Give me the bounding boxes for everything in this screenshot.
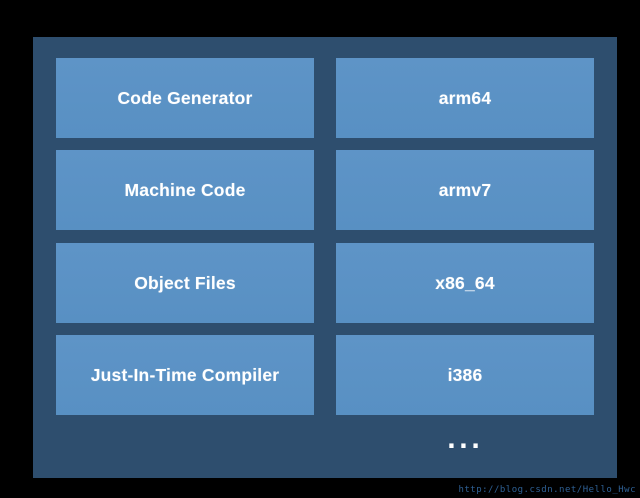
- box-arch-armv7: armv7: [336, 150, 594, 230]
- more-architectures-ellipsis: ...: [446, 426, 484, 454]
- box-label: i386: [447, 364, 483, 385]
- box-label: arm64: [438, 87, 492, 108]
- box-arch-i386: i386: [336, 335, 594, 415]
- box-label: Object Files: [134, 272, 236, 293]
- box-label: x86_64: [435, 272, 495, 293]
- box-arch-x86-64: x86_64: [336, 243, 594, 323]
- box-label: armv7: [438, 179, 492, 200]
- box-arch-arm64: arm64: [336, 58, 594, 138]
- box-label: Code Generator: [117, 87, 253, 108]
- box-label: Machine Code: [124, 179, 246, 200]
- box-code-generator: Code Generator: [56, 58, 314, 138]
- box-machine-code: Machine Code: [56, 150, 314, 230]
- box-object-files: Object Files: [56, 243, 314, 323]
- watermark-url: http://blog.csdn.net/Hello_Hwc: [458, 485, 636, 495]
- box-label: Just-In-Time Compiler: [90, 364, 280, 385]
- compiler-backend-panel: Code Generator Machine Code Object Files…: [33, 37, 617, 478]
- box-jit-compiler: Just-In-Time Compiler: [56, 335, 314, 415]
